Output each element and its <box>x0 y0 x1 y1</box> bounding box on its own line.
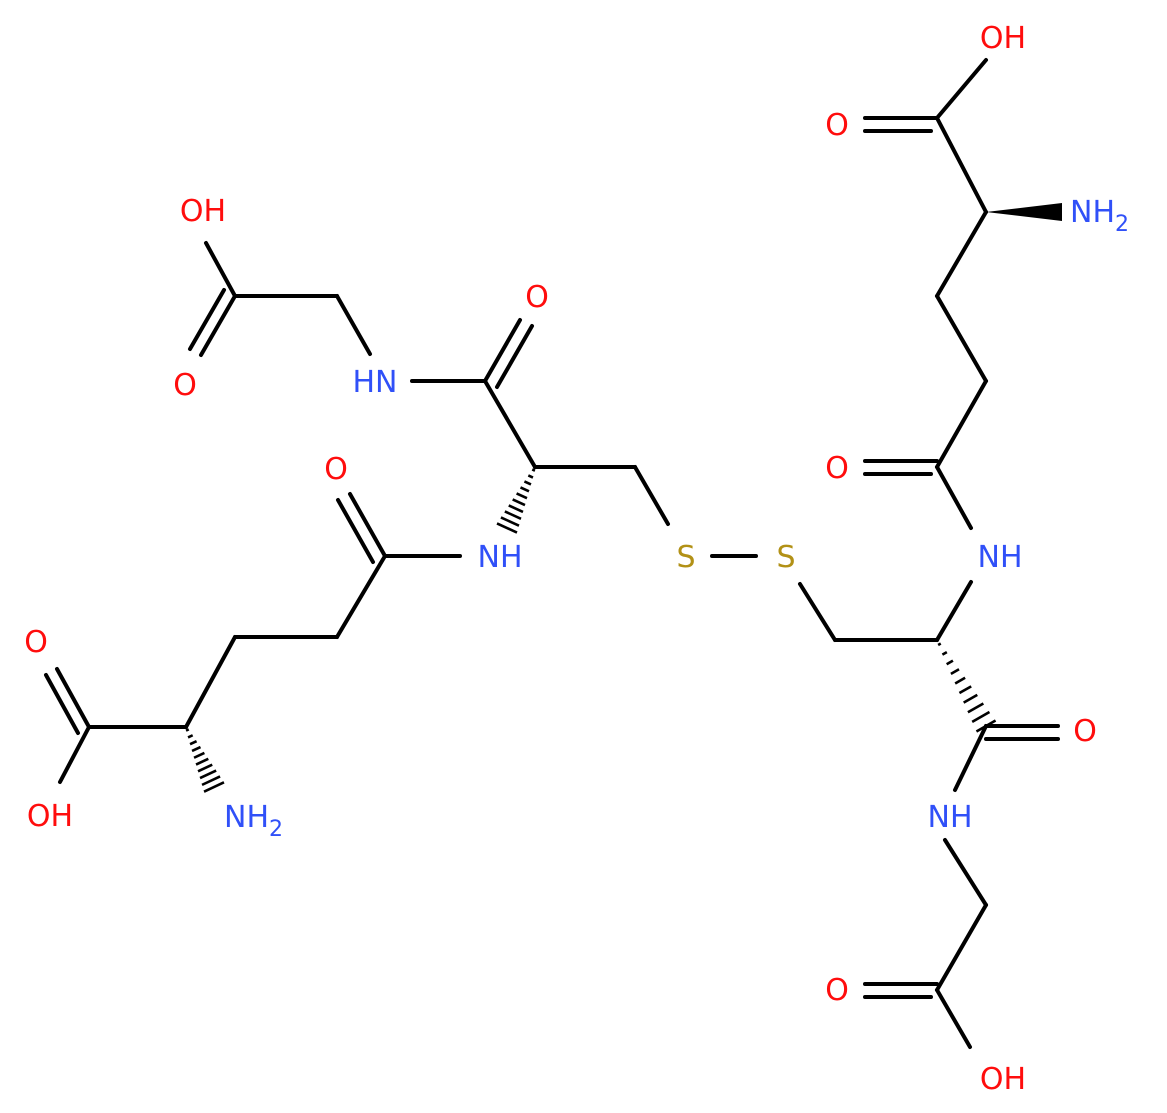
bond <box>55 667 91 729</box>
bond <box>633 465 670 526</box>
hash-line <box>967 702 985 714</box>
atom-label-s: S <box>676 540 695 575</box>
atom-label-o: O <box>24 625 48 660</box>
atom-label-o: O <box>525 280 549 315</box>
bond <box>495 324 534 389</box>
hash-line <box>191 745 202 753</box>
hashed-stereo-bonds <box>185 468 997 793</box>
hash-line <box>963 693 978 704</box>
hash-line <box>504 510 522 521</box>
atom-label-nh2: NH2 <box>1070 195 1129 237</box>
atom-label-oh: OH <box>980 1062 1026 1097</box>
atom-label-o: O <box>825 451 849 486</box>
hash-line <box>197 763 213 773</box>
hash-line <box>971 710 991 723</box>
bond <box>935 379 988 469</box>
hash-line <box>512 498 526 507</box>
bond <box>935 903 988 992</box>
atom-label-nh: NH <box>928 800 973 835</box>
hash-line <box>531 468 536 472</box>
hash-line <box>954 676 966 685</box>
hash-line <box>958 685 972 695</box>
atom-label-o: O <box>324 452 348 487</box>
hash-line <box>937 642 942 647</box>
hash-line <box>195 757 209 766</box>
atom-label-hn: HN <box>353 365 398 400</box>
atom-label-oh: OH <box>27 799 73 834</box>
atom-label-o: O <box>1073 714 1097 749</box>
hash-line <box>500 516 520 527</box>
atom-label-nh: NH <box>478 540 523 575</box>
hash-line <box>187 734 194 739</box>
bond <box>798 582 837 642</box>
atom-label-subscript: 2 <box>1115 212 1129 237</box>
bond <box>483 379 537 469</box>
bond <box>943 838 988 907</box>
atom-label-subscript: 2 <box>269 817 283 842</box>
hash-line <box>516 492 528 500</box>
atom-label-nh2: NH2 <box>224 800 283 842</box>
bond <box>935 465 973 530</box>
hash-line <box>189 739 198 746</box>
atom-label-o: O <box>173 368 197 403</box>
bond <box>935 580 973 642</box>
bond <box>199 294 237 357</box>
hash-line <box>950 668 960 675</box>
hash-line <box>527 474 534 479</box>
hash-line <box>975 719 997 733</box>
bond <box>348 492 387 558</box>
hash-line <box>946 659 954 666</box>
hash-line <box>201 775 221 787</box>
hash-line <box>199 769 217 780</box>
bond <box>935 58 988 120</box>
bond <box>184 635 237 729</box>
hash-line <box>203 781 225 793</box>
atom-label-oh: OH <box>180 194 226 229</box>
hash-line <box>941 650 948 656</box>
wedge-bond <box>986 203 1062 221</box>
bonds <box>44 58 1062 1049</box>
hash-line <box>496 522 518 534</box>
hash-line <box>508 504 524 514</box>
atom-label-oh: OH <box>980 21 1026 56</box>
bond <box>935 988 972 1049</box>
bond <box>335 554 387 639</box>
atom-label-o: O <box>825 108 849 143</box>
bond <box>935 294 988 383</box>
bond <box>935 210 988 298</box>
bond <box>188 288 226 351</box>
hash-line <box>185 728 190 732</box>
atom-label-o: O <box>825 973 849 1008</box>
bond <box>953 724 988 792</box>
atom-labels: OH O NH2 OH O O HN O O NH S S NH O O NH … <box>24 21 1129 1097</box>
atom-label-nh: NH <box>978 540 1023 575</box>
hash-line <box>519 486 530 493</box>
atom-label-s: S <box>776 540 795 575</box>
bond <box>335 294 372 356</box>
bond <box>44 673 80 735</box>
bond <box>483 318 522 383</box>
bond <box>58 725 91 784</box>
bond <box>204 241 237 298</box>
hash-line <box>523 480 532 486</box>
bond <box>935 116 988 214</box>
bond <box>336 498 375 564</box>
hash-line <box>193 751 205 759</box>
